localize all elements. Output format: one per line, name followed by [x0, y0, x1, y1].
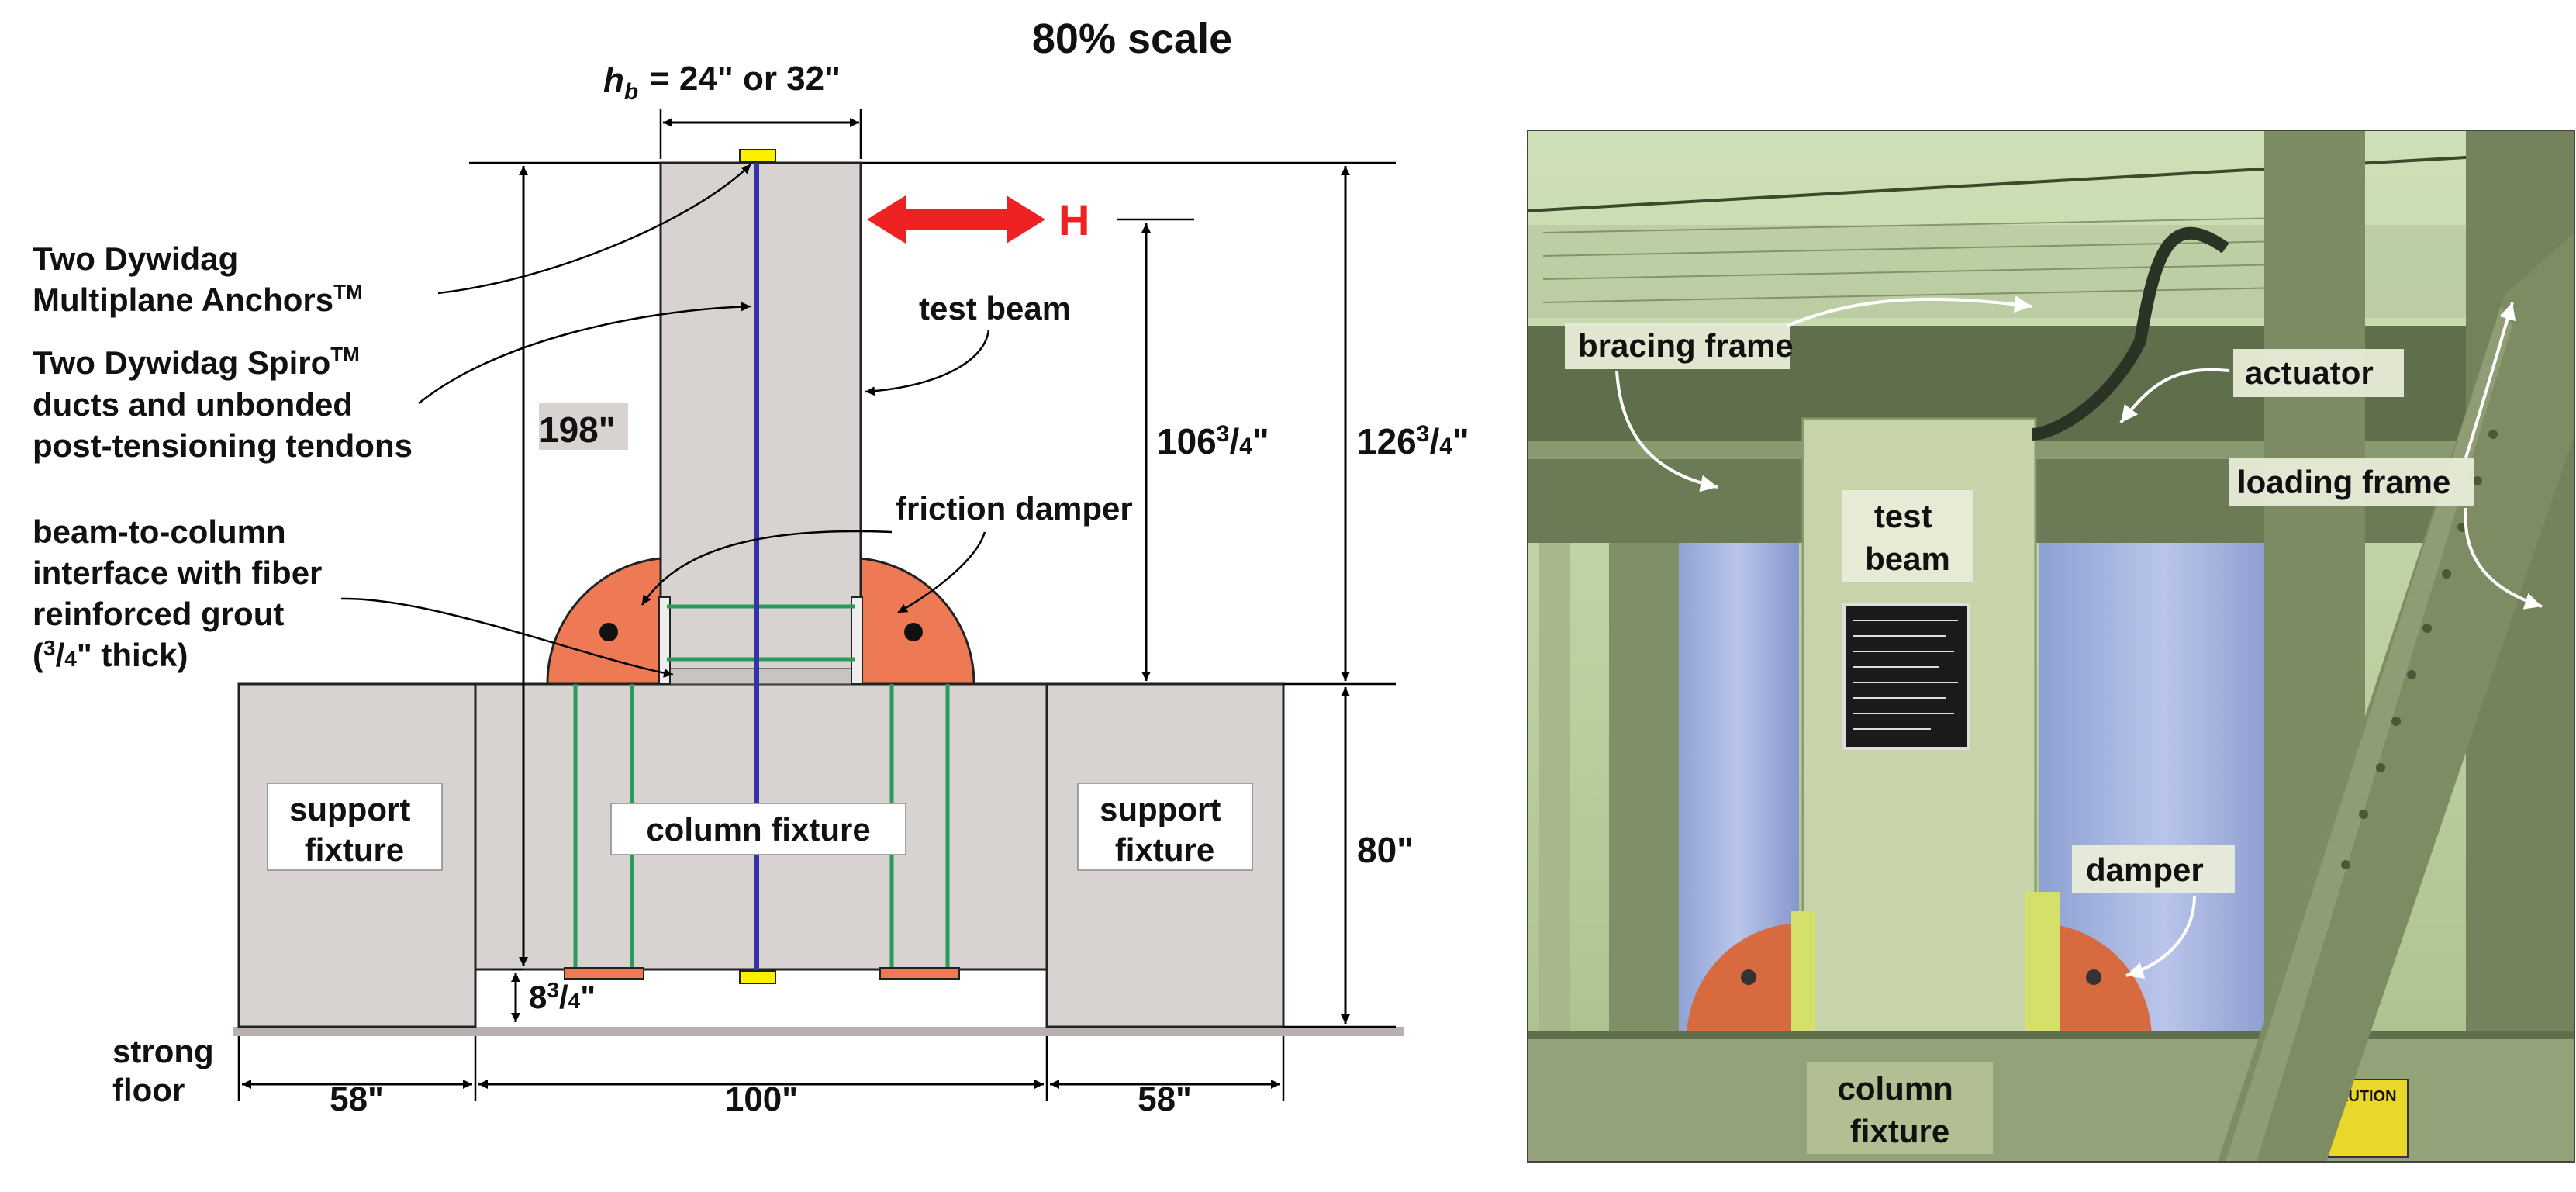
- column-fixture-label: column fixture: [646, 811, 870, 848]
- grout-interface: [660, 668, 862, 685]
- friction-damper-label: friction damper: [896, 490, 1133, 527]
- dim-198-label: 198": [539, 409, 616, 450]
- friction-damper-left: [546, 557, 671, 686]
- dim-8-label: 83/4": [529, 978, 596, 1015]
- support-fixture-right-label: support fixture: [1100, 791, 1230, 868]
- hb-symbol: hb: [603, 61, 638, 105]
- hb-dimension-label: = 24" or 32": [650, 60, 841, 98]
- test-setup-photo: CAUTION bracing frame actuator loading f…: [1527, 130, 2575, 1163]
- rebar-hoops: [667, 604, 855, 662]
- scale-title: 80% scale: [1032, 16, 1232, 62]
- photo-test-beam-label: test beam: [1865, 498, 1950, 577]
- dim-80-label: 80": [1357, 830, 1414, 870]
- schematic-diagram: 80% scale hb = 24" or 32": [33, 16, 1469, 1118]
- dim-58-right-label: 58": [1138, 1080, 1192, 1118]
- dim-100-label: 100": [725, 1080, 798, 1118]
- ducts-label: Two Dywidag SpiroTM ducts and unbonded p…: [33, 332, 413, 464]
- friction-damper-right: [851, 557, 975, 686]
- strong-floor: [233, 1027, 1404, 1036]
- strong-floor-label: strong floor: [112, 1033, 223, 1108]
- photo-bracing-frame-label: bracing frame: [1578, 327, 1794, 364]
- lateral-force-arrow: H: [867, 195, 1194, 244]
- support-fixture-left-label: support fixture: [289, 791, 420, 868]
- photo-loading-frame-label: loading frame: [2237, 464, 2450, 500]
- photo-actuator-label: actuator: [2245, 354, 2374, 391]
- anchors-label: Two Dywidag Multiplane AnchorsTM: [33, 240, 363, 318]
- test-beam-label: test beam: [919, 290, 1071, 327]
- anchor-top: [739, 149, 776, 163]
- dim-106-label: 1063/4": [1157, 421, 1269, 461]
- interface-label: beam-to-column interface with fiber rein…: [33, 513, 331, 673]
- anchor-bottom: [739, 970, 776, 984]
- photo-damper-label: damper: [2086, 852, 2204, 888]
- dim-58-left-label: 58": [330, 1080, 384, 1118]
- test-beam: [659, 161, 862, 686]
- force-h-label: H: [1058, 195, 1089, 244]
- dim-126-label: 1263/4": [1357, 421, 1469, 461]
- photo-column-fixture-label: column fixture: [1837, 1070, 1962, 1149]
